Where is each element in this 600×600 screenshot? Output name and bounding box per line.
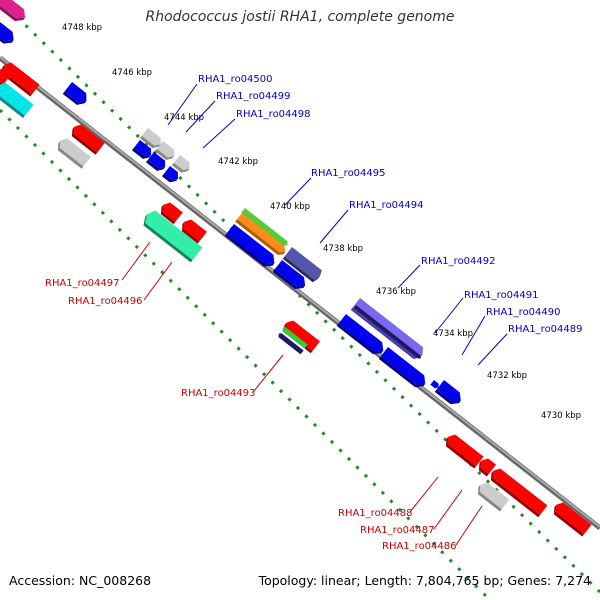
gene-label[interactable]: RHA1_ro04496 [68,296,143,307]
forward-labels: RHA1_ro04500 RHA1_ro04499 RHA1_ro04498 R… [198,74,583,335]
gene-arrow[interactable] [0,60,40,97]
gene-arrow[interactable] [353,305,423,360]
gene-arrow[interactable] [158,200,183,225]
gene-arrow[interactable] [551,500,592,537]
forward-leaders [167,83,508,366]
gene-arrow[interactable] [179,217,207,244]
gene-label[interactable]: RHA1_ro04498 [236,109,311,120]
gene-label[interactable]: RHA1_ro04497 [45,278,120,289]
ruler-label: 4748 kbp [62,23,102,33]
gene-arrow[interactable] [235,213,287,257]
gene-label[interactable]: RHA1_ro04491 [464,290,539,301]
gene-arrow[interactable] [139,128,164,151]
gene-arrow[interactable] [336,314,387,358]
gene-arrow[interactable] [161,166,181,185]
accession-text: Accession: NC_008268 [9,573,152,588]
gene-label[interactable]: RHA1_ro04494 [349,200,424,211]
gene-label[interactable]: RHA1_ro04500 [198,74,273,85]
lower-scale-line [0,108,492,600]
ruler-label: 4734 kbp [433,329,473,339]
reverse-strand-genes [0,60,592,537]
gene-arrow[interactable] [476,456,497,477]
gene-arrow[interactable] [55,136,91,169]
gene-arrow[interactable] [443,432,484,469]
ruler-label: 4746 kbp [112,68,152,78]
gene-arrow[interactable] [488,466,548,518]
gene-arrow[interactable] [140,208,203,263]
gene-arrow[interactable] [282,247,324,283]
topology-text: Topology: linear; Length: 7,804,765 bp; … [258,573,591,588]
reverse-leaders [121,241,483,546]
gene-arrow[interactable] [62,82,90,108]
gene-label[interactable]: RHA1_ro04486 [382,541,457,552]
ruler-label: 4732 kbp [487,371,527,381]
gene-arrow[interactable] [224,224,278,270]
ruler-label: 4744 kbp [164,113,204,123]
gene-arrow[interactable] [0,80,34,119]
gene-label[interactable]: RHA1_ro04493 [181,388,256,399]
ruler-label: 4736 kbp [376,287,416,297]
gene-arrow[interactable] [0,66,12,87]
forward-strand-genes [0,0,465,408]
gene-label[interactable]: RHA1_ro04487 [360,525,435,536]
ruler-label: 4742 kbp [218,157,258,167]
gene-label[interactable]: RHA1_ro04495 [311,168,386,179]
gene-arrow[interactable] [277,332,304,355]
ruler-label: 4740 kbp [270,202,310,212]
gene-arrow[interactable] [281,326,308,349]
gene-arrow[interactable] [131,140,154,161]
gene-arrow[interactable] [145,152,168,173]
gene-label[interactable]: RHA1_ro04488 [338,508,413,519]
gene-arrow[interactable] [430,380,440,390]
gene-label[interactable]: RHA1_ro04499 [216,91,291,102]
gene-arrow[interactable] [378,347,429,391]
gene-arrow[interactable] [475,480,510,512]
gene-arrow[interactable] [241,208,289,247]
gene-arrow[interactable] [434,380,465,408]
gene-arrow[interactable] [154,141,177,162]
map-title: Rhodococcus jostii RHA1, complete genome [145,9,455,25]
gene-arrow[interactable] [69,122,105,155]
gene-arrow[interactable] [350,298,426,362]
ruler-label: 4738 kbp [323,244,363,254]
gene-arrow[interactable] [0,0,29,25]
gene-label[interactable]: RHA1_ro04490 [486,307,561,318]
gene-arrow[interactable] [272,260,309,293]
ruler-label: 4730 kbp [541,411,581,421]
gene-label[interactable]: RHA1_ro04489 [508,324,583,335]
gene-arrow[interactable] [171,155,193,175]
gene-arrow[interactable] [0,22,17,47]
gene-label[interactable]: RHA1_ro04492 [421,256,496,267]
